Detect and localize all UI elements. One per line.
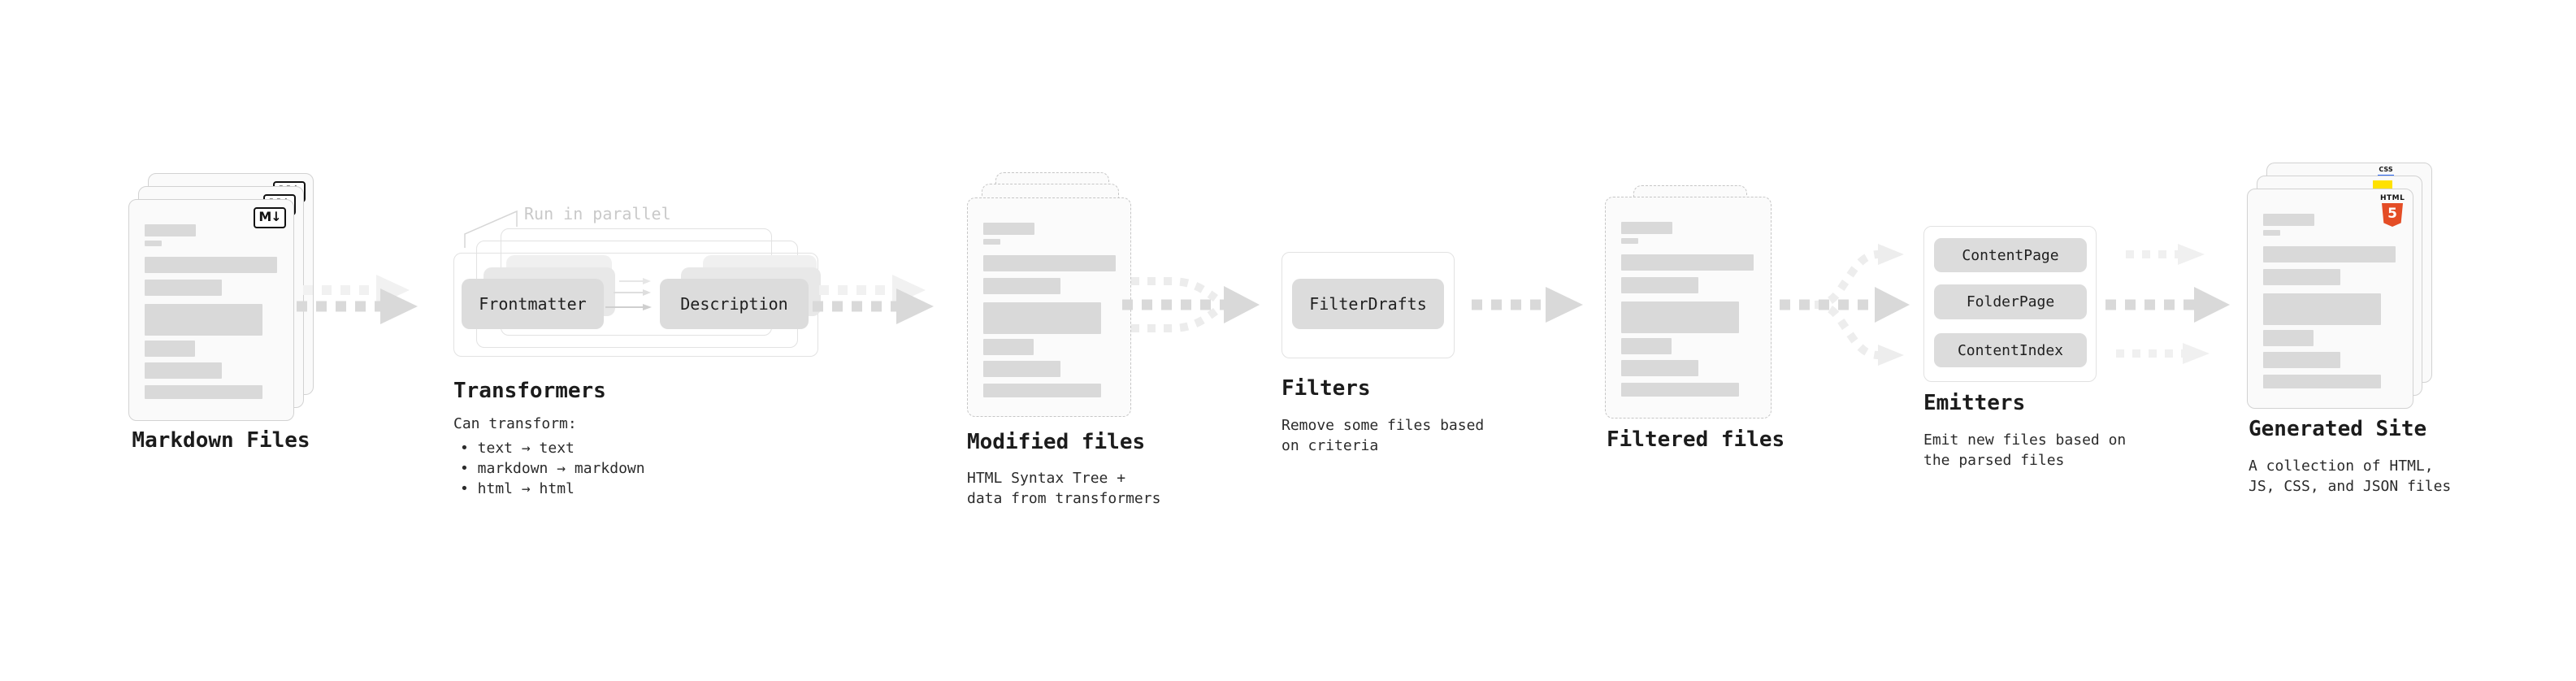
modified-files-title: Modified files [967, 430, 1146, 454]
document-placeholder-lines [1621, 222, 1754, 397]
filters-desc-1: Remove some files based [1281, 417, 1485, 434]
folderpage-pill: FolderPage [1934, 284, 2087, 319]
document-placeholder-lines [2263, 214, 2396, 388]
arrow-filters-to-filtered [1472, 287, 1583, 323]
transformers-bullet-1: • text → text [460, 440, 575, 457]
description-pill: Description [660, 279, 809, 329]
filters-desc-2: on criteria [1281, 437, 1379, 454]
document-placeholder-lines [983, 223, 1116, 397]
emitters-desc-1: Emit new files based on [1923, 432, 2127, 449]
transformers-bullet-3: • html → html [460, 480, 575, 497]
arrows-emitters-to-generated [2105, 244, 2230, 364]
transformers-title: Transformers [453, 379, 606, 403]
emitters-desc-2: the parsed files [1923, 452, 2065, 469]
generated-site-title: Generated Site [2249, 417, 2427, 441]
transformer-step-arrows [605, 278, 652, 310]
markdown-file-card-front: M↓ [128, 199, 294, 421]
transformers-bullet-2: • markdown → markdown [460, 460, 645, 477]
html5-icon: HTML 5 [2380, 194, 2405, 227]
note-leader-line [464, 210, 518, 248]
filtered-file-card-front [1605, 197, 1772, 419]
document-placeholder-lines [145, 224, 277, 399]
arrow-modified-to-filters-merge [1122, 277, 1260, 332]
transformers-desc-heading: Can transform: [453, 415, 577, 432]
arrow-filtered-to-emitters-split [1780, 244, 1910, 366]
generated-site-desc-2: JS, CSS, and JSON files [2249, 478, 2452, 495]
generated-file-card-html: HTML 5 [2247, 189, 2413, 409]
generated-site-desc-1: A collection of HTML, [2249, 458, 2434, 475]
run-in-parallel-note: Run in parallel [524, 204, 671, 223]
frontmatter-pill: Frontmatter [462, 279, 604, 329]
contentindex-pill: ContentIndex [1934, 333, 2087, 367]
modified-files-desc-2: data from transformers [967, 490, 1161, 507]
filters-title: Filters [1281, 376, 1371, 401]
arrow-transformers-to-modified [813, 275, 934, 324]
modified-file-card-front [967, 197, 1131, 417]
arrow-markdown-to-transformers [297, 275, 418, 324]
filterdrafts-pill: FilterDrafts [1292, 279, 1444, 329]
js-icon [2373, 180, 2392, 191]
modified-files-desc-1: HTML Syntax Tree + [967, 470, 1126, 487]
emitters-title: Emitters [1923, 391, 2026, 415]
filtered-files-title: Filtered files [1607, 427, 1785, 452]
contentpage-pill: ContentPage [1934, 238, 2087, 272]
markdown-icon: M↓ [254, 207, 286, 228]
markdown-files-title: Markdown Files [132, 428, 310, 453]
